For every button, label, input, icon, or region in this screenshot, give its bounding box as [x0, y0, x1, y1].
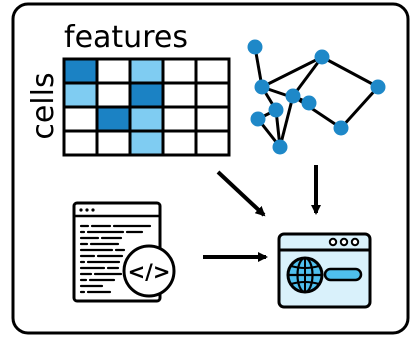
matrix-cell: [95, 105, 132, 133]
window-dot: [350, 237, 360, 247]
matrix-cell: [128, 105, 165, 133]
matrix-cell: [62, 57, 99, 85]
graph-node: [333, 120, 349, 136]
matrix-cell: [95, 81, 132, 109]
matrix-cell: [128, 81, 165, 109]
matrix-cell: [62, 81, 99, 109]
graph-node: [250, 111, 266, 127]
matrix-cell: [194, 129, 231, 157]
matrix-cell: [161, 129, 198, 157]
graph-edge: [261, 55, 323, 89]
code-badge: [122, 244, 176, 298]
matrix-row-label: cells: [26, 72, 61, 139]
web-app-icon: [277, 232, 372, 309]
graph-nodes: [247, 39, 386, 155]
graph-node: [285, 88, 301, 104]
window-dot: [328, 237, 338, 247]
matrix-cell: [161, 105, 198, 133]
graph-node: [247, 39, 263, 55]
matrix-cell: [128, 129, 165, 157]
code-symbol: </>: [128, 260, 171, 284]
window-dot: [339, 237, 349, 247]
matrix-cell: [161, 57, 198, 85]
matrix-cell: [95, 57, 132, 85]
cells-by-features-matrix: [62, 57, 231, 157]
graph-node: [268, 102, 284, 118]
search-bar: [323, 267, 363, 282]
matrix-column-label: features: [64, 20, 188, 55]
graph-edge: [291, 56, 324, 97]
graph-node: [272, 139, 288, 155]
graph-edge: [292, 94, 342, 130]
matrix-cell: [161, 81, 198, 109]
matrix-cell: [194, 105, 231, 133]
graph-node: [314, 49, 330, 65]
network-graph: [247, 39, 386, 155]
graph-node: [254, 79, 270, 95]
graph-node: [370, 79, 386, 95]
matrix-cell: [95, 129, 132, 157]
matrix-cell: [62, 105, 99, 133]
graph-edge: [339, 85, 380, 130]
matrix-cell: [194, 57, 231, 85]
matrix-cell: [194, 81, 231, 109]
graph-edge: [321, 55, 379, 89]
arrow-matrix-to-webapp: [216, 170, 266, 217]
graph-edge: [278, 95, 295, 148]
globe-icon: [286, 256, 324, 294]
matrix-cell: [62, 129, 99, 157]
matrix-cell: [128, 57, 165, 85]
code-file-icon: </>: [72, 201, 176, 303]
graph-node: [301, 95, 317, 111]
